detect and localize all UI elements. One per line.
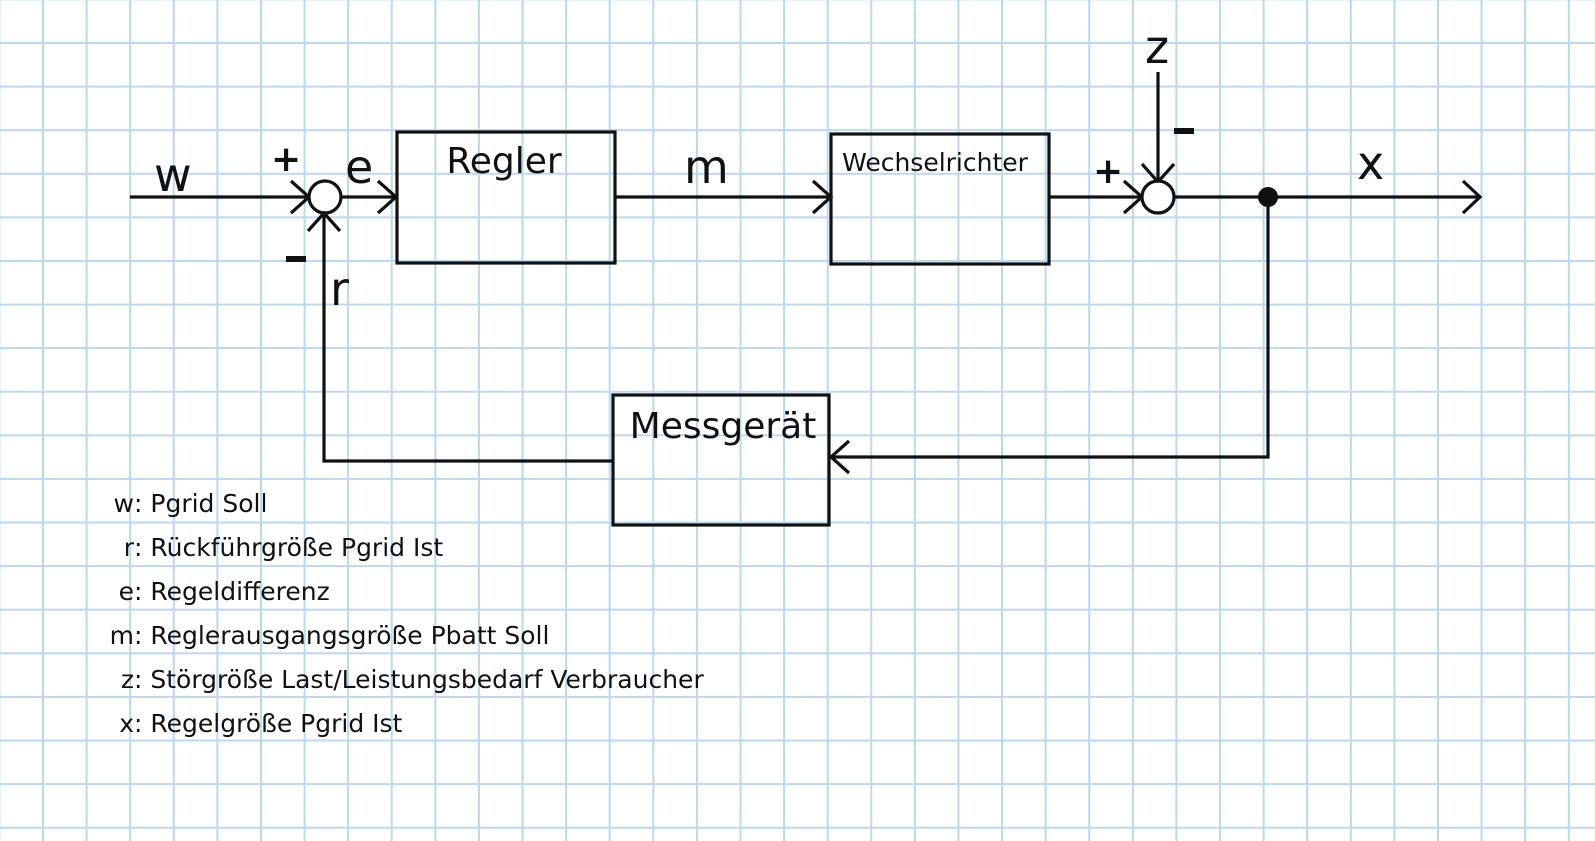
- feedback-line-r: [322, 213, 613, 463]
- legend-item-z: z: Störgröße Last/Leistungsbedarf Verbra…: [98, 662, 704, 706]
- block-meter-label: Messgerät: [630, 406, 817, 447]
- legend-text: Regelgröße Pgrid Ist: [150, 709, 403, 738]
- legend-key: m: [109, 621, 134, 650]
- arrowhead-meter-input: [828, 439, 851, 475]
- signal-label-e: e: [345, 140, 373, 194]
- legend-text: Rückführgröße Pgrid Ist: [150, 533, 444, 562]
- legend-text: Pgrid Soll: [150, 489, 268, 518]
- legend-key: e: [118, 577, 134, 606]
- legend-item-r: r: Rückführgröße Pgrid Ist: [98, 530, 704, 574]
- legend-item-w: w: Pgrid Soll: [98, 486, 704, 530]
- legend-key: w: [113, 489, 134, 518]
- sign-plus-sum1: +: [271, 139, 301, 180]
- summing-junction-2: [1140, 179, 1176, 215]
- legend-text: Regeldifferenz: [150, 577, 330, 606]
- signal-label-w: w: [154, 148, 192, 202]
- arrowhead-r: [306, 210, 342, 233]
- signal-label-x: x: [1357, 136, 1384, 190]
- signal-label-z: z: [1145, 20, 1169, 74]
- legend-item-e: e: Regeldifferenz: [98, 574, 704, 618]
- sign-plus-sum2: +: [1093, 151, 1123, 192]
- legend-item-m: m: Reglerausgangsgröße Pbatt Soll: [98, 618, 704, 662]
- summing-junction-1: [307, 179, 343, 215]
- signal-label-m: m: [684, 140, 729, 194]
- feedback-line-to-meter: [831, 197, 1270, 459]
- legend-key: z: [120, 665, 134, 694]
- legend-item-x: x: Regelgröße Pgrid Ist: [98, 706, 704, 750]
- sign-minus-sum1: [286, 256, 306, 262]
- legend-text: Reglerausgangsgröße Pbatt Soll: [150, 621, 550, 650]
- arrowhead-x: [1461, 179, 1483, 215]
- sign-minus-sum2: [1174, 128, 1194, 134]
- legend-text: Störgröße Last/Leistungsbedarf Verbrauch…: [150, 665, 704, 694]
- block-controller-label: Regler: [446, 141, 562, 182]
- legend-key: r: [123, 533, 134, 562]
- block-inverter: [829, 132, 1051, 266]
- signal-label-r: r: [330, 262, 349, 316]
- legend: w: Pgrid Soll r: Rückführgröße Pgrid Ist…: [98, 486, 704, 750]
- legend-key: x: [119, 709, 134, 738]
- block-inverter-label: Wechselrichter: [842, 148, 1029, 177]
